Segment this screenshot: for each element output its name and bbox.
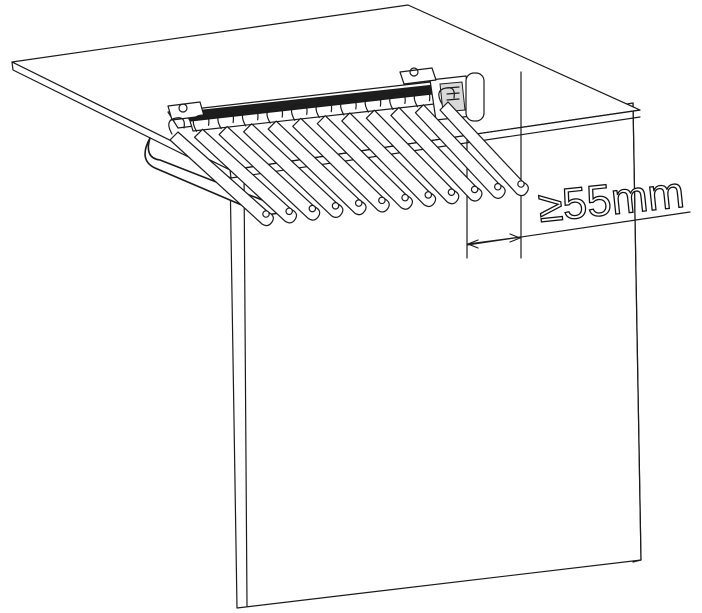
- hanger-bar: [389, 92, 483, 202]
- hanger-bar: [192, 114, 298, 224]
- hanger-bar: [340, 98, 437, 208]
- hanger-bar: [364, 95, 460, 205]
- hanger-bar: [241, 108, 344, 219]
- hanger-bar: [315, 100, 414, 210]
- hanger-bar: [217, 111, 321, 221]
- hanger-bar: [438, 87, 529, 197]
- hanger-bars: [168, 87, 529, 227]
- hanger-bar: [168, 117, 274, 227]
- hanger-bar: [290, 103, 390, 213]
- hanger-bar: [413, 89, 506, 199]
- cabinet-side-panel: [229, 102, 642, 609]
- hanger-bar: [266, 106, 367, 216]
